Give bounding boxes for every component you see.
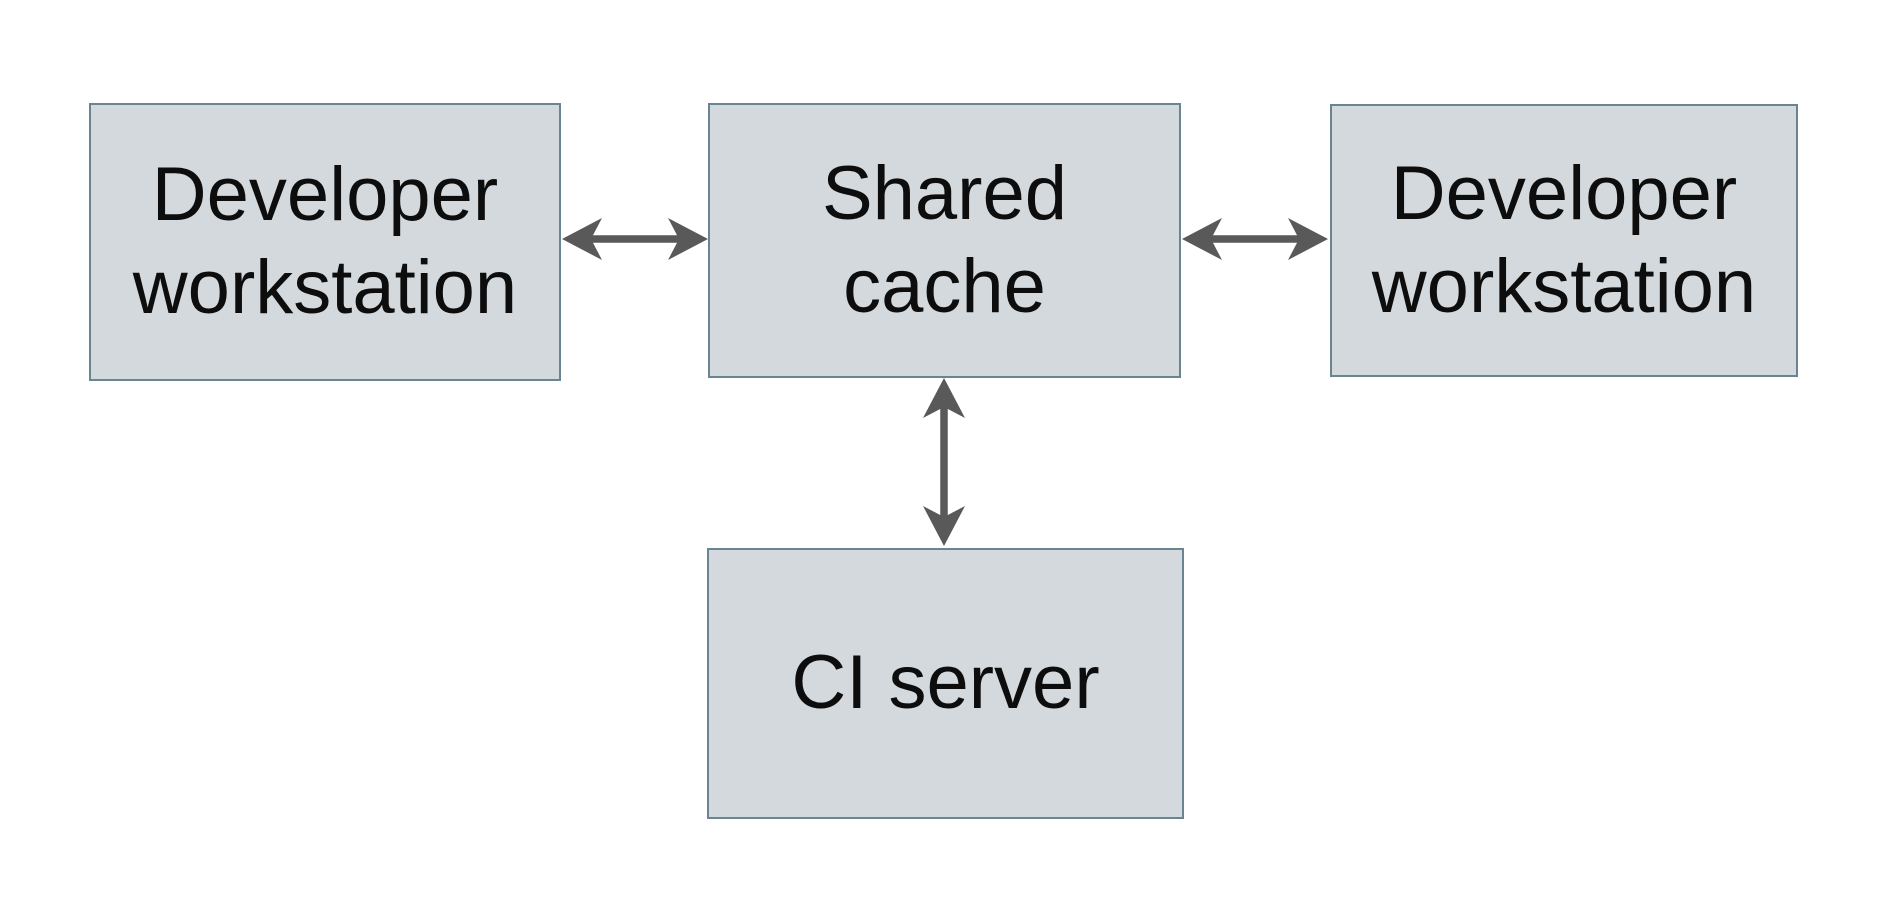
bidirectional-arrow-icon-left-cache [562,218,708,260]
node-developer-workstation-left: Developer workstation [89,103,561,381]
bidirectional-arrow-icon-cache-right [1182,218,1328,260]
node-label: Shared cache [821,150,1068,329]
node-label: Developer workstation [132,152,518,330]
node-label: CI server [791,640,1100,726]
node-shared-cache: Shared cache [708,103,1181,378]
node-ci-server: CI server [707,548,1184,819]
node-label: Developer workstation [1371,150,1757,329]
bidirectional-arrow-icon-cache-ci [923,378,965,546]
node-developer-workstation-right: Developer workstation [1330,104,1798,377]
